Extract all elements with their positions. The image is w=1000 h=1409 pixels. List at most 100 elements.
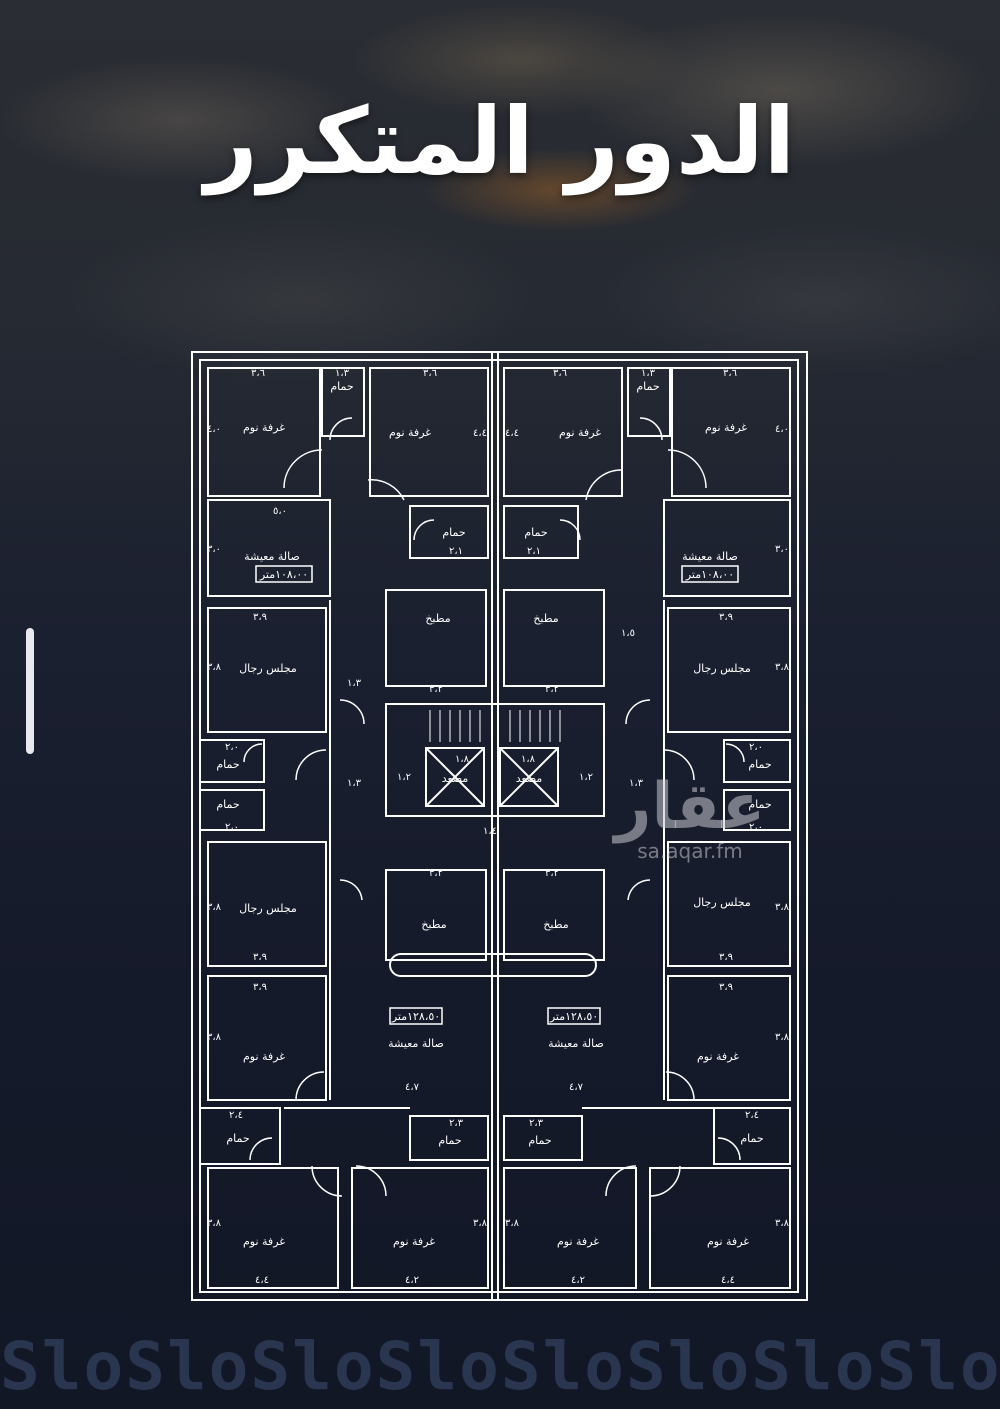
- dimension-label: ٤،٧: [405, 1082, 420, 1093]
- footer-pattern: SloSloSloSloSloSloSloSloSloSloSloSloSloS…: [0, 1328, 1000, 1405]
- dimension-label: ٢،٠: [749, 822, 763, 833]
- dimension-label: ٣،٦: [251, 368, 265, 379]
- dimension-label: ١،٨: [521, 754, 536, 765]
- door-arc: [249, 1137, 273, 1161]
- bedroom-label: غرفة نوم: [243, 1235, 285, 1248]
- dimension-label: ١،٥: [621, 628, 635, 639]
- dimension-label: ٣،٢: [545, 684, 559, 695]
- area-label: ١٢٨،٥٠متر: [391, 1010, 440, 1023]
- page-title: الدور المتكرر: [204, 88, 796, 195]
- dimension-label: ١،٣: [641, 368, 656, 379]
- bedroom-label: غرفة نوم: [697, 1050, 739, 1063]
- plan-doors: [243, 417, 745, 1197]
- area-label: ١٠٨،٠٠متر: [685, 568, 734, 581]
- dimension-label: ٣،٨: [775, 1218, 790, 1229]
- door-arc: [311, 1165, 343, 1197]
- dimension-label: ٣،٢: [429, 868, 443, 879]
- door-arc: [649, 1165, 681, 1197]
- dimension-label: ٣،٩: [253, 982, 267, 993]
- door-arc: [367, 479, 405, 501]
- stair-treads: [429, 710, 561, 742]
- door-arc: [605, 1165, 637, 1197]
- dimension-label: ٣،٨: [207, 1218, 222, 1229]
- kitchen-label: مطبخ: [421, 918, 446, 931]
- bathroom-label: حمام: [216, 798, 239, 811]
- bedroom-label: غرفة نوم: [707, 1235, 749, 1248]
- door-arc: [717, 1137, 741, 1161]
- dimension-label: ٣،٠: [775, 544, 789, 555]
- door-arc: [665, 1071, 695, 1101]
- bathroom-label: حمام: [748, 758, 771, 771]
- dimension-label: ٤،٠: [775, 424, 789, 435]
- dimension-label: ٣،٨: [775, 662, 790, 673]
- dimension-label: ٣،٩: [719, 982, 733, 993]
- living-room-label: صالة معيشة: [244, 550, 300, 563]
- dimension-label: ٤،٤: [721, 1275, 735, 1286]
- elevator-label: مصعد: [442, 772, 469, 785]
- bathroom-label: حمام: [524, 526, 547, 539]
- dimension-label: ٣،٦: [553, 368, 567, 379]
- door-arc: [355, 1165, 387, 1197]
- door-arc: [283, 449, 323, 489]
- cloud-background: [0, 0, 1000, 420]
- majlis-label: مجلس رجال: [693, 896, 751, 909]
- dimension-label: ١،٣: [347, 778, 362, 789]
- bedroom-label: غرفة نوم: [557, 1235, 599, 1248]
- bathroom-label: حمام: [226, 1132, 249, 1145]
- dimension-label: ٢،٠: [749, 742, 763, 753]
- bathroom-label: حمام: [748, 798, 771, 811]
- bathroom-label: حمام: [216, 758, 239, 771]
- dimension-label: ٤،٠: [207, 424, 221, 435]
- door-arc: [295, 749, 327, 781]
- living-room-label: صالة معيشة: [388, 1037, 444, 1050]
- dimension-label: ٤،٤: [505, 428, 519, 439]
- aqar-url: sa.aqar.fm: [637, 839, 743, 863]
- door-arc: [585, 469, 623, 501]
- aqar-watermark: عقار sa.aqar.fm: [610, 772, 770, 862]
- dimension-label: ١،٢: [397, 772, 411, 783]
- dimension-label: ١،٣: [335, 368, 350, 379]
- bedroom-label: غرفة نوم: [559, 426, 601, 439]
- dimension-label: ٤،٤: [255, 1275, 269, 1286]
- dimension-label: ١،٤: [483, 826, 497, 837]
- bedroom-label: غرفة نوم: [705, 421, 747, 434]
- living-room-label: صالة معيشة: [548, 1037, 604, 1050]
- elevator-label: مصعد: [516, 772, 543, 785]
- door-arc: [663, 749, 695, 781]
- door-arc: [339, 699, 365, 725]
- bathroom-label: حمام: [528, 1134, 551, 1147]
- aqar-logo: عقار: [614, 770, 766, 844]
- dimension-label: ٤،٢: [405, 1275, 419, 1286]
- bedroom-label: غرفة نوم: [389, 426, 431, 439]
- door-arc: [725, 743, 745, 763]
- door-arc: [639, 417, 663, 441]
- dimension-label: ٢،٠: [225, 742, 239, 753]
- bedroom-label: غرفة نوم: [393, 1235, 435, 1248]
- dimension-label: ٣،٨: [207, 902, 222, 913]
- dimension-label: ١،٨: [455, 754, 470, 765]
- dimension-label: ٢،٤: [229, 1110, 243, 1121]
- dimension-label: ٢،٤: [745, 1110, 759, 1121]
- dimension-label: ٥،٠: [273, 506, 287, 517]
- dimension-label: ٣،٦: [723, 368, 737, 379]
- door-arc: [243, 743, 263, 763]
- bathroom-label: حمام: [330, 380, 353, 393]
- dimension-label: ١،٢: [579, 772, 593, 783]
- door-arc: [625, 699, 651, 725]
- dimension-label: ٣،٩: [719, 612, 733, 623]
- area-boxes: [255, 565, 739, 1025]
- dimension-label: ٣،٦: [423, 368, 437, 379]
- living-room-label: صالة معيشة: [682, 550, 738, 563]
- dimension-label: ٤،٧: [569, 1082, 584, 1093]
- bathroom-label: حمام: [740, 1132, 763, 1145]
- dimension-label: ٣،٨: [775, 902, 790, 913]
- dimension-label: ٣،٩: [719, 952, 733, 963]
- door-arc: [667, 449, 707, 489]
- scrollbar[interactable]: [26, 628, 34, 754]
- dimension-label: ١،٣: [347, 678, 362, 689]
- door-arc: [295, 1071, 325, 1101]
- area-label: ١٢٨،٥٠متر: [549, 1010, 598, 1023]
- dimension-label: ٣،٨: [505, 1218, 520, 1229]
- door-arc: [339, 879, 363, 901]
